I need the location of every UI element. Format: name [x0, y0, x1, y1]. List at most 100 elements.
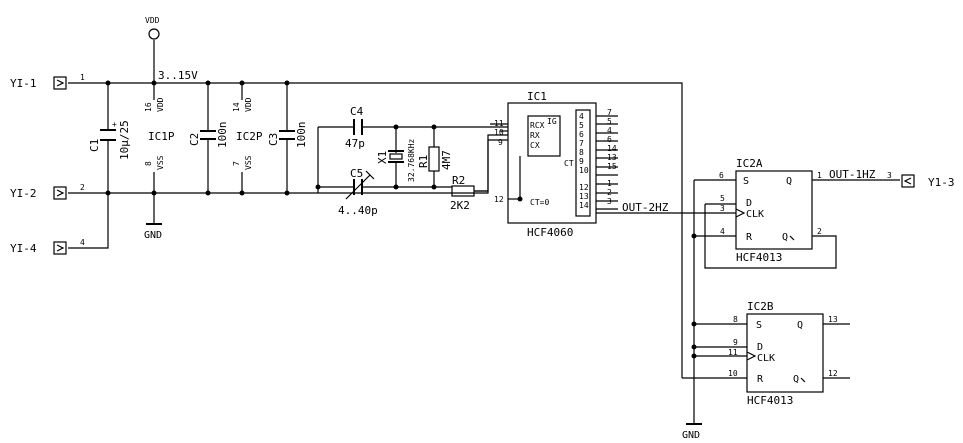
ic2b-pin-s: 8 — [733, 315, 738, 324]
c4-ref: C4 — [350, 105, 364, 118]
c1-plus: + — [112, 120, 117, 129]
c5-ref: C5 — [350, 167, 363, 180]
c5-value: 4..40p — [338, 204, 378, 217]
supply-range-label: 3..15V — [158, 69, 198, 82]
c2-value: 100n — [216, 122, 229, 149]
connector-yi-2-label: YI-2 — [10, 187, 37, 200]
junction-dot — [105, 80, 111, 86]
ic2a-lbl-r: R — [746, 232, 753, 243]
ic1-lbl-rx: RX — [530, 131, 540, 140]
r2-ref: R2 — [452, 174, 465, 187]
c1-value: 10µ/25 — [118, 120, 131, 160]
ic1-pin-rcx: 11 — [494, 119, 504, 128]
gnd-symbol-right: GND — [682, 423, 702, 441]
junction-dot — [431, 184, 437, 190]
junction-dot — [431, 124, 437, 130]
ic2a-part: HCF4013 — [736, 251, 782, 264]
connector-y1-3-label: Y1-3 — [928, 176, 955, 189]
capacitor-c5: C5 4..40p — [338, 167, 378, 217]
ic2b-lbl-clk: CLK — [757, 353, 775, 364]
ic2a-pin-clk: 3 — [720, 204, 725, 213]
vdd-label: VDD — [145, 16, 160, 25]
ic2a-pin-r: 4 — [720, 227, 725, 236]
ic1-body — [507, 102, 597, 224]
vdd-symbol: VDD — [145, 16, 160, 40]
connector-yi-1-pin: 1 — [80, 73, 85, 82]
ic2b-pin-clk: 11 — [728, 348, 738, 357]
ic2a-body — [735, 170, 813, 250]
ic1p-power: 16 VDD IC1P 8 VSS — [144, 97, 175, 170]
junction-dot — [691, 233, 697, 239]
gnd-label-right: GND — [682, 430, 700, 441]
r1-value: 4M7 — [440, 150, 453, 170]
ic1-output-pin: 5 — [607, 117, 612, 126]
r2-value: 2K2 — [450, 199, 470, 212]
ic2a-pin-q: 1 — [817, 171, 822, 180]
capacitor-c3: C3 100n — [267, 122, 308, 149]
ic2b-lbl-s: S — [756, 320, 762, 331]
crystal-x1: X1 32.768KHz — [376, 138, 416, 182]
ic2b-pin-qn: 12 — [828, 369, 838, 378]
junction-dot — [239, 190, 245, 196]
ic1-output-bit: 8 — [579, 148, 584, 157]
capacitor-c2: C2 100n — [188, 122, 229, 149]
capacitor-c1: + C1 10µ/25 — [88, 120, 131, 160]
ic1-output-bit: 10 — [579, 166, 589, 175]
ic1-lbl-ct0: CT=0 — [530, 198, 549, 207]
junction-dot — [393, 184, 399, 190]
ic2b-pin-q: 13 — [828, 315, 838, 324]
ic2b-lbl-r: R — [757, 374, 764, 385]
wires — [68, 40, 900, 424]
ic1p-vdd-label: VDD — [156, 97, 165, 112]
junction-dots — [105, 80, 697, 359]
ic1-output-bit: 5 — [579, 121, 584, 130]
ic1-ref: IC1 — [527, 90, 547, 103]
ic1-hcf4060: IC1 HCF4060 11 10 9 12 RCX RX CX CT=0 IG… — [494, 90, 617, 239]
ic1-pin-cx: 9 — [498, 138, 503, 147]
ic1-lbl-rcx: RCX — [530, 121, 545, 130]
ic2b-pin-d: 9 — [733, 338, 738, 347]
ic2b-part: HCF4013 — [747, 394, 793, 407]
junction-dot — [691, 344, 697, 350]
ic2a-lbl-q: Q — [786, 176, 792, 187]
ic1-lbl-cx: CX — [530, 141, 540, 150]
connector-yi-2: YI-2 2 — [10, 183, 85, 200]
ic2b-pin-r: 10 — [728, 369, 738, 378]
junction-dot — [284, 80, 290, 86]
junction-dot — [315, 184, 321, 190]
ic2a-lbl-s: S — [743, 176, 749, 187]
x1-ref: X1 — [376, 151, 389, 164]
c3-value: 100n — [295, 122, 308, 149]
ic2a-lbl-qn: Q — [782, 232, 788, 243]
ic1-lbl-ct: CT — [564, 159, 574, 168]
resistor-r2: R2 2K2 — [450, 174, 475, 212]
connector-y1-3: 3 Y1-3 — [887, 171, 955, 189]
ic2b-lbl-d: D — [757, 342, 763, 353]
junction-dot — [691, 321, 697, 327]
ic1-output-pin: 13 — [607, 153, 617, 162]
resistor-r1: R1 4M7 — [417, 146, 453, 172]
gnd-symbol-left: GND — [144, 223, 162, 241]
junction-dot — [205, 80, 211, 86]
junction-dot — [284, 190, 290, 196]
ic1-pin-rx: 10 — [494, 128, 504, 137]
ic1-output-pin: 14 — [607, 144, 617, 153]
connector-yi-4-pin: 4 — [80, 238, 85, 247]
junction-dot — [691, 353, 697, 359]
junction-dot — [239, 80, 245, 86]
ic2b-body — [746, 313, 824, 393]
ic1-output-bit: 12 — [579, 183, 589, 192]
ic1-output-bit: 6 — [579, 130, 584, 139]
out-2hz-label: OUT-2HZ — [622, 201, 669, 214]
connector-yi-4-label: YI-4 — [10, 242, 37, 255]
ic1-output-pin: 2 — [607, 188, 612, 197]
ic2a-pin-qn: 2 — [817, 227, 822, 236]
ic2p-vdd-pin: 14 — [232, 102, 241, 112]
ic2b-flipflop: IC2B HCF4013 S Q D CLK R Q 8 9 11 10 13 … — [728, 300, 838, 407]
ic1p-vss-pin: 8 — [144, 161, 153, 166]
ic2b-lbl-q: Q — [797, 320, 803, 331]
ic1p-vss-label: VSS — [156, 155, 165, 170]
ic1-output-pin: 7 — [607, 108, 612, 117]
